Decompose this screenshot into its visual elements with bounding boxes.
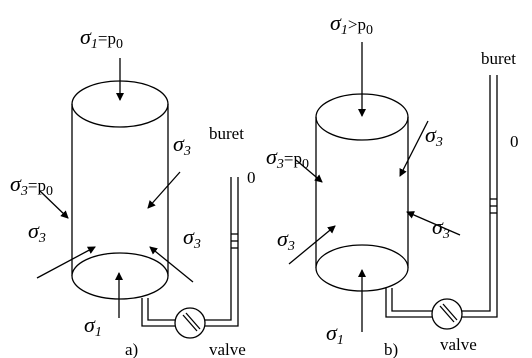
buret-zero-label-b: 0	[510, 132, 519, 151]
panel-b	[288, 42, 498, 332]
caption-b: b)	[384, 340, 398, 358]
arrow-sigma3-right-bottom-a	[149, 246, 194, 283]
label-sigma3-right-top-a: σ3	[173, 131, 191, 159]
arrow-sigma3-left-top-b	[295, 159, 323, 183]
buret-pipe-outer-b	[462, 75, 498, 318]
label-sigma1-top-b: σ1>p0	[330, 10, 373, 38]
label-sigma3-left-bottom-a: σ3	[28, 218, 46, 246]
buret-pipe-outer-a	[205, 177, 239, 327]
buret-pipe-inner-b	[462, 75, 491, 312]
arrow-sigma3-left-bottom-b	[288, 225, 336, 265]
arrow-sigma3-right-bottom-b	[406, 211, 461, 236]
buret-zero-label-a: 0	[247, 168, 256, 187]
valve-stem-a	[185, 312, 201, 330]
valve-label-b: valve	[440, 335, 477, 354]
label-sigma3-left-top-a: σ3=p0	[10, 171, 53, 199]
arrow-sigma3-left-bottom-a	[36, 246, 96, 279]
arrow-sigma3-left-top-a	[39, 190, 69, 219]
label-sigma1-bottom-a: σ1	[84, 312, 102, 340]
drain-pipe-inner-b	[391, 288, 432, 312]
label-sigma3-right-bottom-a: σ3	[183, 224, 201, 252]
label-sigma1-top-a: σ1=p0	[80, 24, 123, 52]
specimen-bottom-a	[71, 252, 169, 300]
label-sigma3-left-top-b: σ3=p0	[266, 144, 309, 172]
drain-pipe-outer-a	[141, 298, 175, 327]
valve-label-a: valve	[209, 340, 246, 358]
buret-label-a: buret	[209, 124, 244, 143]
buret-label-b: buret	[481, 49, 516, 68]
arrow-sigma3-right-top-a	[147, 171, 181, 209]
buret-pipe-inner-a	[205, 177, 232, 321]
label-sigma3-left-bottom-b: σ3	[277, 226, 295, 254]
valve-stem-b	[439, 305, 455, 323]
label-sigma1-bottom-b: σ1	[326, 320, 344, 348]
caption-a: a)	[125, 340, 138, 358]
valve-stem-b	[442, 303, 458, 321]
drain-pipe-inner-a	[147, 298, 175, 321]
label-sigma3-right-top-b: σ3	[425, 122, 443, 150]
drain-pipe-outer-b	[385, 288, 432, 318]
label-sigma3-right-bottom-b: σ3	[432, 214, 450, 242]
valve-stem-a	[182, 314, 198, 332]
panel-a	[36, 58, 239, 339]
arrow-sigma3-right-top-b	[399, 120, 429, 177]
